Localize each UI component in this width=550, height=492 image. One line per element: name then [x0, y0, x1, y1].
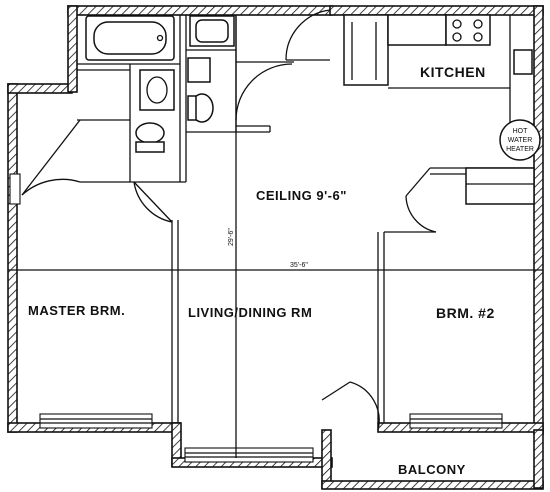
- door-balcony: [321, 381, 351, 401]
- windows: [9, 173, 503, 463]
- master-left-wall: [7, 83, 18, 433]
- balcony-right-wall: [533, 429, 544, 489]
- label-water: WATER: [508, 137, 533, 144]
- top-wall-right: [329, 5, 544, 16]
- dimension-lines: [8, 15, 543, 458]
- label-master-bedroom: MASTER BRM.: [28, 303, 125, 318]
- dimension-depth: 29'-6": [228, 228, 235, 246]
- window-master: [39, 413, 153, 429]
- sink-bath2: [187, 57, 211, 83]
- label-balcony: BALCONY: [398, 462, 466, 477]
- balcony-bottom-wall: [321, 480, 544, 490]
- closet-bedroom2: [465, 167, 535, 205]
- top-wall-left: [67, 5, 333, 16]
- label-hot: HOT: [513, 128, 529, 135]
- door-master-closet: [21, 119, 81, 196]
- window-bedroom2: [409, 413, 503, 429]
- toilet-bath1: [135, 122, 165, 144]
- stove: [445, 14, 491, 46]
- sink-bath1: [139, 69, 175, 111]
- doors: [21, 9, 437, 431]
- door-master: [133, 181, 173, 223]
- label-ceiling: CEILING 9'-6": [256, 188, 347, 203]
- label-heater: HEATER: [506, 146, 534, 153]
- dimension-width: 35'-6": [290, 262, 308, 269]
- fixtures: [85, 14, 541, 161]
- right-wall: [533, 5, 544, 435]
- label-kitchen: KITCHEN: [420, 64, 486, 80]
- kitchen-counter-top: [387, 14, 447, 46]
- master-top-wall: [7, 83, 73, 94]
- window-master-side: [9, 173, 21, 205]
- bath-left-wall: [67, 5, 78, 93]
- label-bedroom-2: BRM. #2: [436, 305, 495, 321]
- balcony-left-wall: [321, 429, 332, 489]
- label-living-dining: LIVING/DINING RM: [188, 305, 312, 320]
- window-living: [184, 447, 314, 463]
- kitchen-sink: [513, 49, 533, 75]
- door-bedroom2: [405, 195, 437, 233]
- hot-water-heater: [499, 119, 541, 161]
- door-bedroom2-closet: [405, 167, 431, 197]
- kitchen-counter-left: [343, 14, 389, 86]
- door-entry: [285, 9, 331, 61]
